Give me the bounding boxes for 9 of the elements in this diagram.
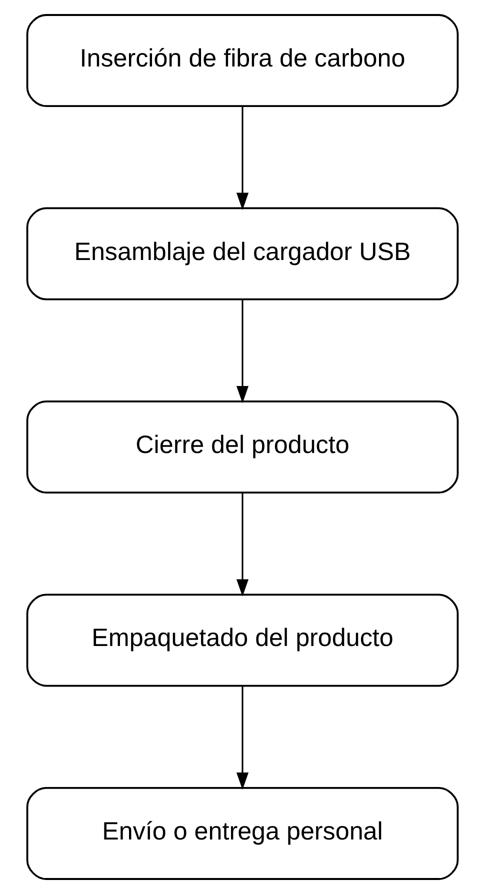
node-box: Cierre del producto	[26, 400, 459, 494]
arrow	[236, 106, 249, 210]
arrow	[236, 492, 249, 597]
node-box: Ensamblaje del cargador USB	[26, 207, 459, 300]
node-box: Empaquetado del producto	[26, 594, 459, 687]
arrow	[236, 686, 249, 790]
node-box: Inserción de fibra de carbono	[26, 14, 459, 108]
node-box: Envío o entrega personal	[26, 786, 459, 880]
arrow	[236, 299, 249, 404]
